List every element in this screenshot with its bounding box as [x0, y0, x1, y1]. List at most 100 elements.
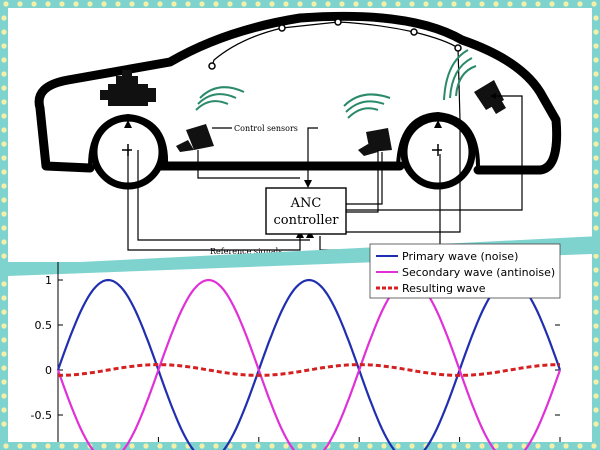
border-dot [199, 443, 205, 449]
border-dot [1, 85, 7, 91]
border-dot [59, 1, 65, 7]
wire-node [334, 18, 342, 26]
border-dot [199, 1, 205, 7]
border-dot [593, 169, 599, 175]
border-dot [593, 141, 599, 147]
border-dot [591, 1, 597, 7]
border-dot [593, 183, 599, 189]
border-dot [593, 267, 599, 273]
border-dot [593, 281, 599, 287]
border-dot [311, 1, 317, 7]
border-dot [437, 1, 443, 7]
border-dot [593, 15, 599, 21]
border-dot [1, 127, 7, 133]
border-dot [451, 443, 457, 449]
border-dot [593, 85, 599, 91]
border-dot [423, 1, 429, 7]
border-dot [45, 443, 51, 449]
anc-car-diagram: ANC controller Control sensors Reference… [8, 8, 592, 262]
border-dot [593, 71, 599, 77]
border-dot [311, 443, 317, 449]
border-dot [73, 443, 79, 449]
rear-speaker-icon [443, 49, 506, 114]
border-dot [45, 1, 51, 7]
border-dot [269, 443, 275, 449]
border-dot [1, 239, 7, 245]
border-dot [549, 1, 555, 7]
border-dot [185, 1, 191, 7]
border-dot [493, 443, 499, 449]
border-dot [507, 1, 513, 7]
border-dot [73, 1, 79, 7]
border-dot [1, 141, 7, 147]
wire-node [410, 28, 418, 36]
border-dot [325, 1, 331, 7]
border-dot [1, 225, 7, 231]
border-dot [593, 365, 599, 371]
border-dot [339, 443, 345, 449]
border-dot [31, 443, 37, 449]
border-dot [577, 1, 583, 7]
border-dot [593, 393, 599, 399]
border-dot [297, 443, 303, 449]
reference-signals-label: Reference signals [210, 247, 282, 256]
border-dot [593, 197, 599, 203]
border-dot [521, 443, 527, 449]
border-dot [1, 295, 7, 301]
y-tick-label: 1 [45, 274, 52, 287]
car-body-outline [34, 11, 562, 175]
border-dot [593, 43, 599, 49]
border-dot [213, 1, 219, 7]
border-dot [1, 43, 7, 49]
border-dot [593, 407, 599, 413]
border-dot [593, 337, 599, 343]
y-tick-label: -0.5 [31, 409, 52, 422]
y-tick-label: 0.5 [35, 319, 53, 332]
border-dot [353, 1, 359, 7]
border-dot [59, 443, 65, 449]
border-dot [409, 1, 415, 7]
border-dot [1, 421, 7, 427]
border-dot [157, 1, 163, 7]
border-dot [395, 443, 401, 449]
border-dot [1, 197, 7, 203]
border-dot [129, 1, 135, 7]
roof-wiring [211, 21, 461, 121]
border-dot [339, 1, 345, 7]
border-dot [593, 253, 599, 259]
y-tick-label: 0 [45, 364, 52, 377]
border-dot [283, 1, 289, 7]
border-dot [1, 211, 7, 217]
border-dot [241, 1, 247, 7]
border-dot [535, 1, 541, 7]
border-dot [171, 443, 177, 449]
border-dot [1, 407, 7, 413]
border-dot [1, 71, 7, 77]
border-dot [549, 443, 555, 449]
border-dot [593, 379, 599, 385]
border-dot [1, 337, 7, 343]
border-dot [593, 225, 599, 231]
border-dot [3, 1, 9, 7]
border-dot [1, 351, 7, 357]
border-dot [593, 295, 599, 301]
series-line-1 [56, 278, 562, 450]
border-dot [507, 443, 513, 449]
border-dot [1, 29, 7, 35]
border-dot [381, 443, 387, 449]
control-sensors-label: Control sensors [234, 124, 298, 133]
border-dot [593, 29, 599, 35]
border-dot [563, 443, 569, 449]
border-dot [591, 443, 597, 449]
border-dot [1, 15, 7, 21]
controller-label: controller [274, 213, 340, 228]
border-dot [1, 155, 7, 161]
border-dot [115, 1, 121, 7]
legend-box [369, 243, 561, 299]
wire-node [278, 24, 286, 32]
border-dot [143, 1, 149, 7]
border-dot [241, 443, 247, 449]
border-dot [535, 443, 541, 449]
